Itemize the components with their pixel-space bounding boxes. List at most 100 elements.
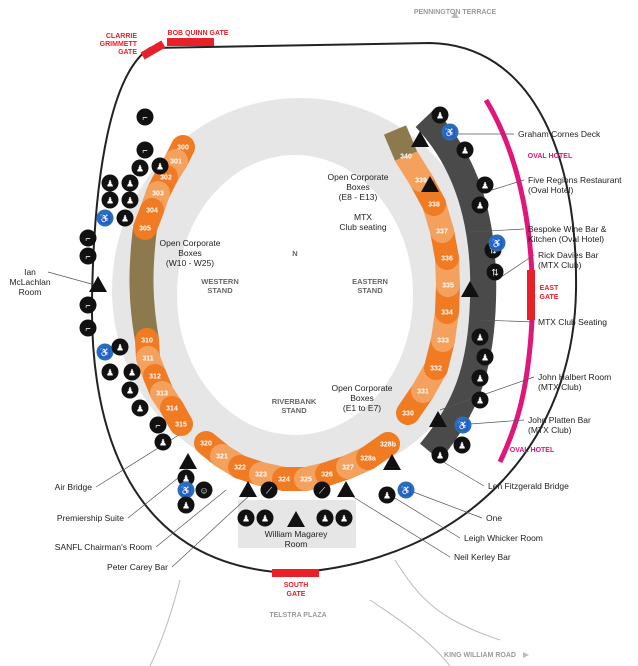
section-312[interactable]: 312	[149, 374, 161, 381]
toilet-icon	[131, 159, 149, 177]
north-arrow-icon	[451, 12, 459, 18]
bespoke-label: Bespoke Wine Bar &	[528, 224, 607, 234]
eastern-stand-label: STAND	[357, 286, 383, 295]
section-band	[356, 432, 400, 470]
function-room-icon	[383, 454, 401, 470]
section-320[interactable]: 320	[200, 441, 212, 448]
accessible-icon-glyph: ♿	[99, 213, 110, 224]
function-room-icon	[337, 481, 355, 497]
baby-change-icon	[195, 481, 213, 499]
toilet-icon-glyph: ♟	[116, 343, 124, 353]
accessible-icon-glyph: ♿	[491, 238, 502, 249]
toilet-icon-glyph: ♟	[136, 404, 144, 414]
one-label: One	[486, 513, 502, 523]
section-302[interactable]: 302	[160, 175, 172, 182]
clarrie-grimmett-gate[interactable]	[140, 40, 166, 60]
section-337[interactable]: 337	[436, 229, 448, 236]
section-324[interactable]: 324	[278, 477, 290, 484]
toilet-icon-glyph: ♟	[436, 111, 444, 121]
mtx-club-seating-label: Club seating	[339, 222, 387, 232]
callout-line	[171, 494, 251, 568]
callout-line	[469, 419, 525, 425]
toilet-icon-glyph: ♟	[242, 514, 250, 524]
stairs-icon-glyph: ⌐	[155, 421, 160, 431]
toilet-icon	[316, 509, 334, 527]
section-328a[interactable]: 328a	[360, 456, 376, 463]
section-331[interactable]: 331	[417, 389, 429, 396]
stairs-icon-glyph: ⌐	[85, 252, 90, 262]
section-311[interactable]: 311	[142, 356, 153, 363]
toilet-icon	[123, 363, 141, 381]
toilet-icon-glyph: ♟	[182, 474, 190, 484]
section-325[interactable]: 325	[300, 477, 312, 484]
section-340[interactable]: 340	[400, 154, 412, 161]
section-339[interactable]: 339	[415, 178, 427, 185]
section-326[interactable]: 326	[321, 472, 333, 479]
section-334[interactable]: 334	[441, 310, 453, 317]
section-327[interactable]: 327	[342, 465, 354, 472]
toilet-icon-glyph: ♟	[476, 374, 484, 384]
toilet-icon-glyph: ♟	[182, 501, 190, 511]
toilet-icon-glyph: ♟	[461, 146, 469, 156]
section-328b[interactable]: 328b	[380, 442, 396, 449]
telstra-plaza-label: TELSTRA PLAZA	[269, 612, 326, 619]
road-line	[149, 579, 181, 666]
south-gate-label: GATE	[287, 591, 306, 598]
five-regions-label: Five Regions Restaurant	[528, 175, 622, 185]
section-335[interactable]: 335	[442, 283, 454, 290]
pennington-terrace-label: PENNINGTON TERRACE	[414, 9, 497, 16]
section-330[interactable]: 330	[402, 411, 414, 418]
toilet-icon-glyph: ♟	[136, 164, 144, 174]
road-line	[394, 559, 501, 641]
section-303[interactable]: 303	[152, 191, 164, 198]
bob-quinn-gate[interactable]	[167, 38, 214, 46]
john-halbert-label: (MTX Club)	[538, 382, 582, 392]
south-gate[interactable]	[272, 569, 319, 577]
accessible-icon	[454, 416, 472, 434]
leigh-whicker-label: Leigh Whicker Room	[464, 533, 543, 543]
section-314[interactable]: 314	[166, 406, 178, 413]
south-gate-label: SOUTH	[284, 582, 309, 589]
toilet-icon	[101, 191, 119, 209]
toilet-icon-glyph: ♟	[436, 451, 444, 461]
callout-line	[491, 179, 525, 191]
function-room-icon	[89, 276, 107, 292]
peter-carey-label: Peter Carey Bar	[107, 562, 168, 572]
section-323[interactable]: 323	[255, 472, 267, 479]
callout-line	[479, 319, 535, 323]
ian-mclachlan-label: McLachlan	[9, 277, 50, 287]
section-321[interactable]: 321	[216, 454, 228, 461]
section-315[interactable]: 315	[175, 422, 187, 429]
escalator-icon	[260, 481, 278, 499]
toilet-icon	[111, 338, 129, 356]
toilet-icon	[116, 209, 134, 227]
ian-mclachlan-label: Room	[19, 287, 42, 297]
toilet-icon-glyph: ♟	[321, 514, 329, 524]
accessible-icon-glyph: ♿	[444, 127, 455, 138]
toilet-icon-glyph: ♟	[106, 196, 114, 206]
bespoke-label: Kitchen (Oval Hotel)	[528, 234, 604, 244]
section-310[interactable]: 310	[141, 338, 153, 345]
section-313[interactable]: 313	[156, 391, 168, 398]
stadium-boundary	[90, 41, 578, 575]
clarrie-grimmett-gate-label: CLARRIE	[106, 33, 137, 40]
section-322[interactable]: 322	[234, 465, 246, 472]
section-336[interactable]: 336	[441, 256, 453, 263]
east-corporate-boxes-lower-label: (E1 to E7)	[343, 403, 381, 413]
section-304[interactable]: 304	[146, 208, 158, 215]
section-300[interactable]: 300	[177, 145, 189, 152]
stairs-icon-glyph: ⌐	[85, 234, 90, 244]
accessible-icon	[397, 481, 415, 499]
section-301[interactable]: 301	[170, 159, 182, 166]
arrow-right-icon	[523, 652, 529, 658]
east-gate-label: GATE	[540, 294, 559, 301]
toilet-icon	[431, 106, 449, 124]
callout-line	[95, 427, 191, 488]
section-333[interactable]: 333	[437, 338, 449, 345]
stairs-icon-glyph: ⌐	[85, 301, 90, 311]
neil-kerley-label: Neil Kerley Bar	[454, 552, 511, 562]
section-338[interactable]: 338	[428, 202, 440, 209]
section-305[interactable]: 305	[139, 226, 151, 233]
east-gate[interactable]	[527, 270, 535, 320]
section-332[interactable]: 332	[430, 366, 442, 373]
